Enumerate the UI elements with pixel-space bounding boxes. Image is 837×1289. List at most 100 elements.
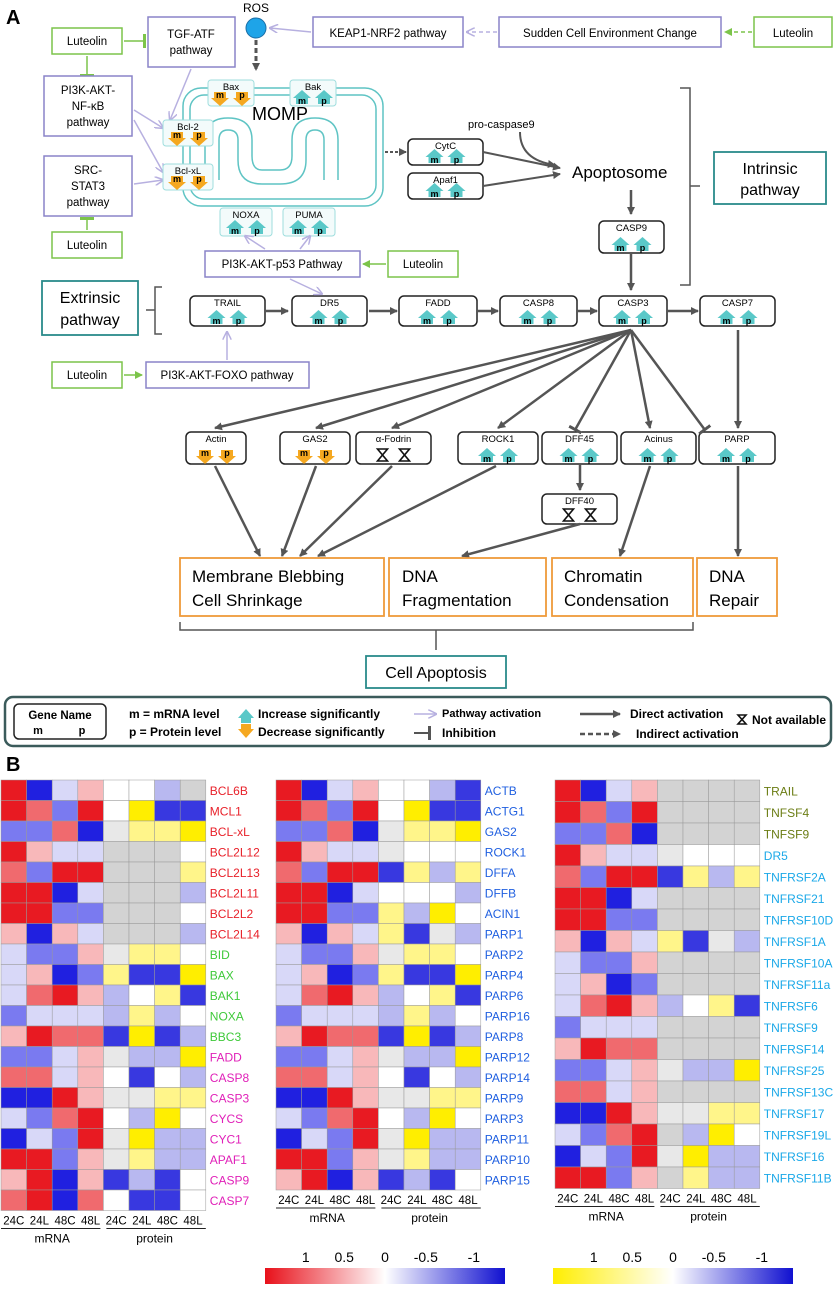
heatmap-cell [51, 1005, 79, 1027]
gene-label: ACIN1 [485, 907, 521, 921]
src-to-bclxl [133, 180, 163, 184]
increase-icon [478, 448, 496, 462]
heatmap-cell [154, 820, 181, 842]
heatmap-cell [51, 1087, 79, 1109]
heatmap-cell [26, 1189, 53, 1211]
heatmap-cell [128, 1107, 155, 1129]
not-available-icon [561, 508, 576, 522]
heatmap-cell [275, 1169, 302, 1191]
heatmap-cell [51, 1025, 79, 1047]
heatmap-cell [301, 923, 328, 945]
heatmap-cell [429, 1087, 456, 1109]
heatmap-cell [429, 902, 456, 924]
heatmap-cell [454, 902, 482, 924]
level-letter: p [196, 130, 202, 140]
heatmap-cell [51, 902, 79, 924]
gene-label: BCL2L12 [210, 845, 260, 859]
decrease-icon [317, 450, 335, 464]
heatmap-cell [326, 800, 354, 822]
heatmap-cell [733, 1166, 761, 1189]
level-letter: p [588, 454, 594, 464]
gene-name-bak: Bak [305, 82, 322, 93]
level-letter: m [616, 243, 624, 253]
heatmap-cell [51, 943, 79, 965]
heatmap-cell [554, 1016, 581, 1039]
gene-label: PARP8 [485, 1030, 524, 1044]
heatmap-cell [352, 902, 379, 924]
heatmap-cell [454, 882, 482, 904]
heatmap-cell [128, 861, 155, 883]
heatmap-cell [0, 1025, 27, 1047]
heatmap-cell [454, 800, 482, 822]
heatmap-cell [657, 1016, 684, 1039]
heatmap-cell [128, 964, 155, 986]
heatmap-cell [682, 908, 709, 931]
heatmap-cell [77, 1046, 104, 1068]
not-available-icon [375, 448, 390, 462]
heatmap-cell [657, 1059, 684, 1082]
heatmap-cell [26, 1148, 53, 1170]
heatmap-cell [51, 1107, 79, 1129]
scale-tick-label: 0.5 [622, 1249, 642, 1265]
heatmap-cell [429, 1169, 456, 1191]
heatmap-cell [275, 1025, 302, 1047]
heatmap-cell [179, 1169, 207, 1191]
decrease-icon [211, 92, 229, 106]
gene-label: MCL1 [210, 804, 242, 818]
heatmap-cell [605, 865, 633, 888]
gene-label: BAK1 [210, 989, 241, 1003]
heatmap-cell [403, 1128, 430, 1150]
increase-icon [289, 220, 307, 234]
heatmap-cell [0, 1005, 27, 1027]
scale-tick-label: 1 [590, 1249, 598, 1265]
heatmap-cell [275, 861, 302, 883]
heatmap-cell [605, 1102, 633, 1125]
condition-label: 48L [737, 1194, 757, 1206]
heatmap-cell [682, 1016, 709, 1039]
heatmap-cell [631, 1145, 658, 1168]
not-available-icon [736, 714, 748, 725]
pro-caspase9-label: pro-caspase9 [468, 119, 535, 131]
heatmap-cell [179, 779, 207, 801]
heatmap-cell [631, 844, 658, 867]
decrease-icon [196, 450, 214, 464]
heatmap-cell [708, 822, 735, 845]
heatmap-cell [275, 1005, 302, 1027]
heatmap-cell [554, 973, 581, 996]
heatmap-cell [682, 1080, 709, 1103]
heatmap-cell [326, 841, 354, 863]
gene-label: BCL2L11 [210, 886, 259, 900]
gene-name-bax: Bax [223, 82, 240, 93]
heatmap-cell [275, 882, 302, 904]
heatmap-cell [154, 800, 181, 822]
heatmap-cell [378, 1169, 405, 1191]
heatmap-cell [103, 1087, 130, 1109]
heatmap-cell [605, 822, 633, 845]
heatmap-cell [51, 1066, 79, 1088]
heatmap-cell [429, 820, 456, 842]
heatmap-cell [179, 1148, 207, 1170]
heatmap-cell [657, 930, 684, 953]
heatmap-cell [631, 1016, 658, 1039]
gene-label: TNFRSF13C [764, 1085, 834, 1099]
heatmap-cell [128, 1087, 155, 1109]
heatmap-cell [51, 1169, 79, 1191]
gene-name-puma: PUMA [295, 210, 323, 221]
gene-label: TNFRSF9 [764, 1021, 818, 1035]
gene-label: CASP8 [210, 1071, 250, 1085]
gene-label: NOXA [210, 1009, 244, 1023]
heatmap-cell [154, 984, 181, 1006]
heatmap-cell [103, 964, 130, 986]
heatmap-cell [554, 1059, 581, 1082]
heatmap-cell [275, 964, 302, 986]
level-letter: m [564, 454, 572, 464]
heatmap-cell [154, 943, 181, 965]
heatmap-cell [301, 861, 328, 883]
